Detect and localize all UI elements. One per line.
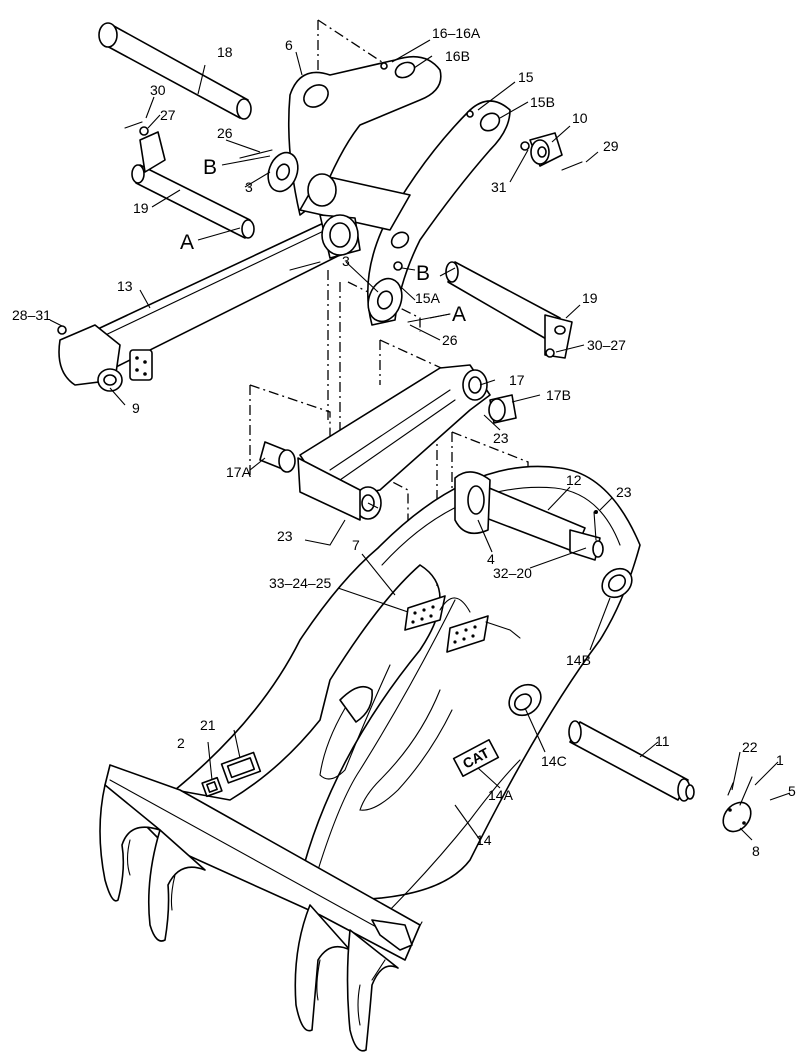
callout-11: 11 [655, 733, 670, 749]
callout-b-upper: B [203, 156, 217, 179]
bushing-17b [488, 394, 517, 424]
callout-23-mid: 23 [277, 528, 293, 544]
callout-14b: 14B [566, 652, 591, 668]
callout-29: 29 [603, 138, 619, 154]
callout-19-left: 19 [133, 200, 149, 216]
pin-19-right [445, 261, 573, 359]
callout-10: 10 [572, 110, 588, 126]
callout-1: 1 [776, 752, 784, 768]
callout-2: 2 [177, 735, 185, 751]
link-17 [297, 364, 491, 521]
washer-3-upper [267, 151, 299, 193]
callout-6: 6 [285, 37, 293, 53]
callout-33-24-25: 33–24–25 [269, 575, 332, 591]
callout-26-upper: 26 [217, 125, 233, 141]
callout-7: 7 [352, 537, 360, 553]
callout-22: 22 [742, 739, 758, 755]
pin-11 [568, 720, 695, 802]
callout-30-27: 30–27 [587, 337, 626, 353]
callout-17a: 17A [226, 464, 252, 480]
callout-32-20: 32–20 [493, 565, 532, 581]
block-10 [529, 132, 563, 167]
callout-3-lower: 3 [342, 253, 350, 269]
callouts: 18 6 16–16A 16B 15 15B 10 29 31 30 27 26… [12, 25, 796, 859]
callout-15b: 15B [530, 94, 555, 110]
callout-23-upper: 23 [493, 430, 509, 446]
callout-26-lower: 26 [442, 332, 458, 348]
callout-15a: 15A [415, 290, 441, 306]
callout-16b: 16B [445, 48, 470, 64]
hardware [57, 62, 753, 806]
callout-13: 13 [117, 278, 133, 294]
callout-14: 14 [476, 832, 492, 848]
cross-tube [299, 173, 411, 231]
callout-12: 12 [566, 472, 582, 488]
decal-2 [201, 776, 223, 798]
callout-8: 8 [752, 843, 760, 859]
callout-16-16a: 16–16A [432, 25, 481, 41]
leader-lines [49, 39, 791, 841]
stick-assembly: CAT [174, 465, 641, 942]
callout-27: 27 [160, 107, 176, 123]
bushing-17a [259, 441, 296, 473]
mounting-plates-7 [404, 595, 521, 653]
callout-23-right: 23 [616, 484, 632, 500]
callout-21: 21 [200, 717, 216, 733]
washer-3-lower [367, 277, 403, 323]
callout-19-right: 19 [582, 290, 598, 306]
callout-30: 30 [150, 82, 166, 98]
decal-21 [220, 751, 262, 784]
callout-a-upper: A [180, 231, 194, 254]
callout-15: 15 [518, 69, 534, 85]
callout-4: 4 [487, 551, 495, 567]
callout-28-31: 28–31 [12, 307, 51, 323]
callout-17b: 17B [546, 387, 571, 403]
ring-4 [454, 471, 491, 535]
callout-b-lower: B [416, 262, 430, 285]
callout-9: 9 [132, 400, 140, 416]
callout-a-lower: A [452, 303, 466, 326]
callout-3-upper: 3 [245, 179, 253, 195]
callout-14a: 14A [488, 787, 514, 803]
callout-18: 18 [217, 44, 233, 60]
callout-31: 31 [491, 179, 507, 195]
plate-8 [722, 801, 752, 833]
grapple-teeth [99, 764, 421, 1052]
callout-17: 17 [509, 372, 525, 388]
callout-14c: 14C [541, 753, 567, 769]
pin-19-left [131, 131, 255, 239]
callout-5: 5 [788, 783, 796, 799]
hydraulic-cylinder [58, 214, 361, 392]
pin-18 [98, 22, 252, 120]
